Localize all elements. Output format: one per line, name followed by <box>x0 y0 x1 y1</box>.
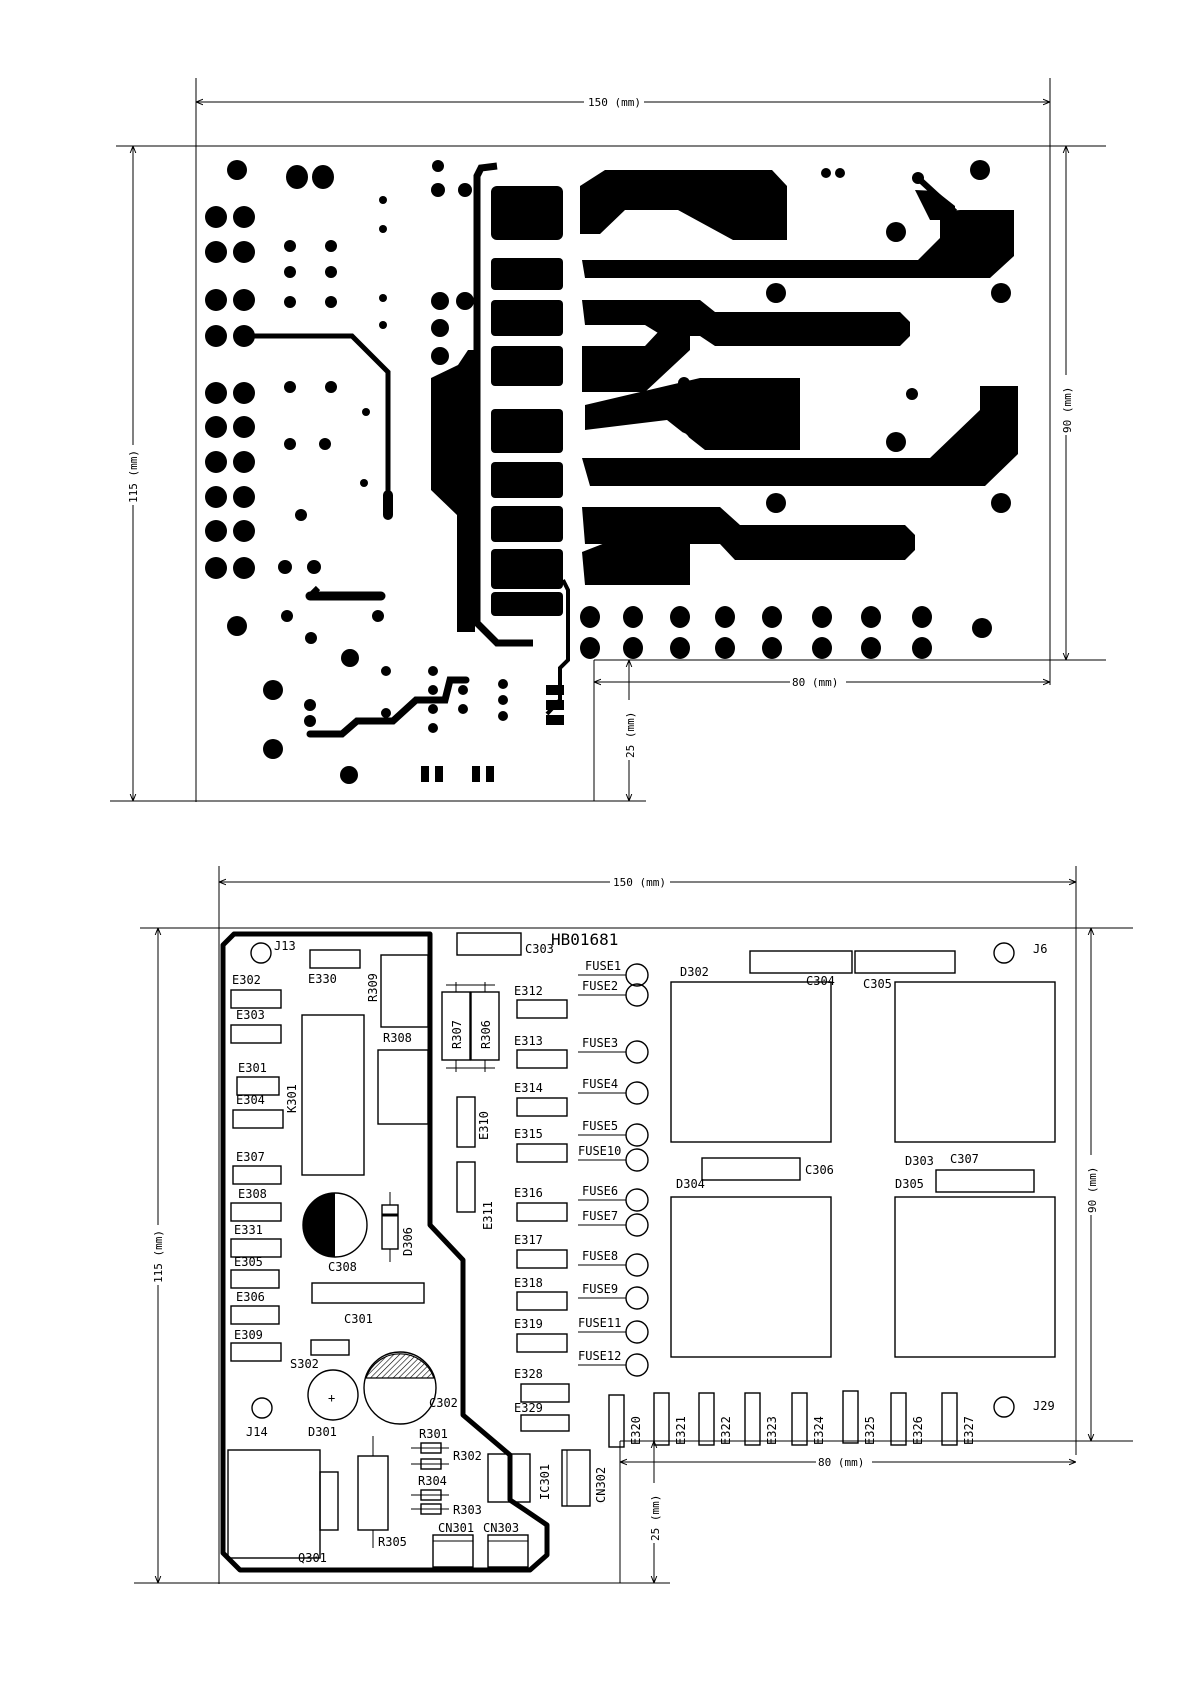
label-s302: S302 <box>290 1357 319 1371</box>
label-e307: E307 <box>236 1150 265 1164</box>
label-e329: E329 <box>514 1401 543 1415</box>
label-r306: R306 <box>479 1020 493 1049</box>
svg-text:+: + <box>328 1391 335 1405</box>
label-r308: R308 <box>383 1031 412 1045</box>
label-fuse5: FUSE5 <box>582 1119 618 1133</box>
label-d304: D304 <box>676 1177 705 1191</box>
label-e320: E320 <box>629 1416 643 1445</box>
label-q301: Q301 <box>298 1551 327 1565</box>
label-j29: J29 <box>1033 1399 1055 1413</box>
label-c306: C306 <box>805 1163 834 1177</box>
label-fuse11: FUSE11 <box>578 1316 621 1330</box>
bottom-dim-90: 90 (mm) <box>1086 1167 1099 1213</box>
label-d302: D302 <box>680 965 709 979</box>
silkscreen-layout-drawing: 150 (mm) 115 (mm) 90 (mm) 80 (mm) 25 (mm… <box>134 866 1133 1584</box>
label-fuse12: FUSE12 <box>578 1349 621 1363</box>
label-e313: E313 <box>514 1034 543 1048</box>
label-e319: E319 <box>514 1317 543 1331</box>
label-ic301: IC301 <box>538 1464 552 1500</box>
label-r305: R305 <box>378 1535 407 1549</box>
label-e309: E309 <box>234 1328 263 1342</box>
label-d301: D301 <box>308 1425 337 1439</box>
copper-pads-and-traces <box>205 160 1018 784</box>
label-e316: E316 <box>514 1186 543 1200</box>
label-e308: E308 <box>238 1187 267 1201</box>
label-e302: E302 <box>232 973 261 987</box>
label-e303: E303 <box>236 1008 265 1022</box>
label-k301: K301 <box>285 1084 299 1113</box>
label-r301: R301 <box>419 1427 448 1441</box>
bottom-edge-pads: E320 E321 E322 E323 E324 E325 E326 E327 <box>608 1390 976 1448</box>
label-r303: R303 <box>453 1503 482 1517</box>
label-e325: E325 <box>863 1416 877 1445</box>
label-fuse4: FUSE4 <box>582 1077 618 1091</box>
label-e310: E310 <box>477 1111 491 1140</box>
label-e317: E317 <box>514 1233 543 1247</box>
label-e324: E324 <box>812 1416 826 1445</box>
label-e328: E328 <box>514 1367 543 1381</box>
label-c307: C307 <box>950 1152 979 1166</box>
label-c304: C304 <box>806 974 835 988</box>
label-fuse6: FUSE6 <box>582 1184 618 1198</box>
label-r304: R304 <box>418 1474 447 1488</box>
label-e304: E304 <box>236 1093 265 1107</box>
top-dim-90: 90 (mm) <box>1061 387 1074 433</box>
label-e327: E327 <box>962 1416 976 1445</box>
label-r309: R309 <box>366 973 380 1002</box>
label-e323: E323 <box>765 1416 779 1445</box>
copper-layout-drawing: 150 (mm) 115 (mm) 90 (mm) 80 (mm) 25 (mm… <box>110 78 1106 802</box>
top-dim-115: 115 (mm) <box>127 450 140 503</box>
label-e322: E322 <box>719 1416 733 1445</box>
label-j14: J14 <box>246 1425 268 1439</box>
bottom-dim-115: 115 (mm) <box>152 1230 165 1283</box>
label-fuse1: FUSE1 <box>585 959 621 973</box>
label-j13: J13 <box>274 939 296 953</box>
bottom-dim-80: 80 (mm) <box>818 1456 864 1469</box>
label-fuse2: FUSE2 <box>582 979 618 993</box>
label-d305: D305 <box>895 1177 924 1191</box>
label-e331: E331 <box>234 1223 263 1237</box>
label-fuse9: FUSE9 <box>582 1282 618 1296</box>
label-e318: E318 <box>514 1276 543 1290</box>
part-number: HB01681 <box>551 930 618 949</box>
label-fuse10: FUSE10 <box>578 1144 621 1158</box>
label-e326: E326 <box>911 1416 925 1445</box>
label-r307: R307 <box>450 1020 464 1049</box>
label-fuse3: FUSE3 <box>582 1036 618 1050</box>
label-cn303: CN303 <box>483 1521 519 1535</box>
label-e321: E321 <box>674 1416 688 1445</box>
label-c302: C302 <box>429 1396 458 1410</box>
label-e301: E301 <box>238 1061 267 1075</box>
label-d303: D303 <box>905 1154 934 1168</box>
label-fuse8: FUSE8 <box>582 1249 618 1263</box>
label-e330: E330 <box>308 972 337 986</box>
label-e314: E314 <box>514 1081 543 1095</box>
label-cn301: CN301 <box>438 1521 474 1535</box>
label-c303: C303 <box>525 942 554 956</box>
label-d306: D306 <box>401 1227 415 1256</box>
label-c305: C305 <box>863 977 892 991</box>
label-j6: J6 <box>1033 942 1047 956</box>
top-dim-80: 80 (mm) <box>792 676 838 689</box>
label-e306: E306 <box>236 1290 265 1304</box>
label-fuse7: FUSE7 <box>582 1209 618 1223</box>
label-cn302: CN302 <box>594 1467 608 1503</box>
label-e315: E315 <box>514 1127 543 1141</box>
fuse-column: FUSE1 FUSE2 FUSE3 FUSE4 FUSE5 FUSE10 FUS… <box>578 959 649 1377</box>
bottom-dim-150: 150 (mm) <box>613 876 666 889</box>
label-r302: R302 <box>453 1449 482 1463</box>
label-e311: E311 <box>481 1201 495 1230</box>
label-c301: C301 <box>344 1312 373 1326</box>
top-dim-25: 25 (mm) <box>624 712 637 758</box>
top-dim-150: 150 (mm) <box>588 96 641 109</box>
label-e305: E305 <box>234 1255 263 1269</box>
label-e312: E312 <box>514 984 543 998</box>
label-c308: C308 <box>328 1260 357 1274</box>
bottom-dim-25: 25 (mm) <box>649 1495 662 1541</box>
